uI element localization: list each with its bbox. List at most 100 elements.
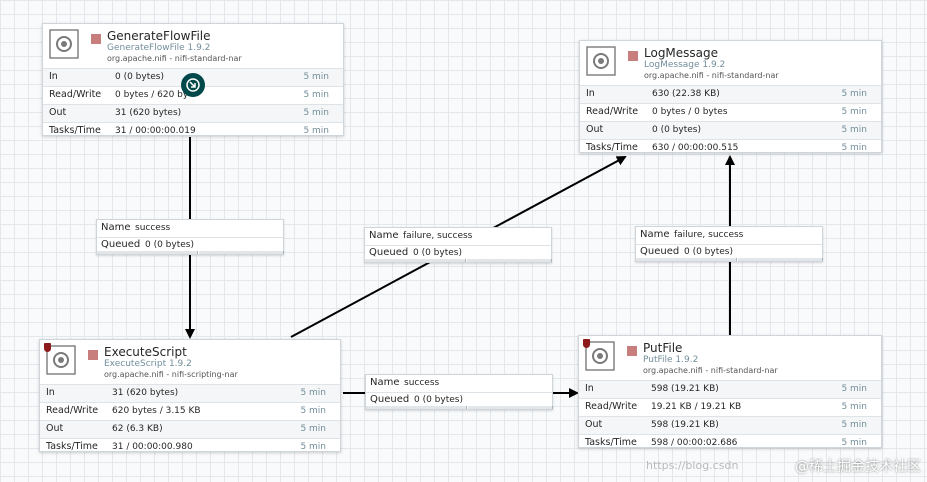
stat-time: 5 min <box>300 424 326 434</box>
connection-name: failure, success <box>403 231 473 241</box>
queue-bar <box>365 259 552 262</box>
processor-icon <box>586 46 616 76</box>
connection-queued: 0 (0 bytes) <box>684 247 733 257</box>
stat-row-in: In 630 (22.38 KB) 5 min <box>580 85 881 103</box>
processor-type: PutFile 1.9.2 <box>643 355 699 365</box>
stat-value: 0 bytes / 620 by <box>115 90 189 100</box>
stat-value: 0 (0 bytes) <box>115 72 164 82</box>
stopped-icon[interactable] <box>91 34 101 44</box>
processor-name: LogMessage <box>644 46 719 60</box>
processor-executescript[interactable]: ExecuteScript ExecuteScript 1.9.2 org.ap… <box>39 339 341 452</box>
stat-label: Read/Write <box>586 106 639 117</box>
stat-label: Tasks/Time <box>46 441 98 452</box>
connection-label-generate-execute[interactable]: Name success Queued 0 (0 bytes) <box>96 219 284 255</box>
stat-row-out: Out 0 (0 bytes) 5 min <box>580 121 881 139</box>
processor-bundle: org.apache.nifi - nifi-standard-nar <box>107 54 242 63</box>
connection-queued-label: Queued <box>370 394 410 405</box>
connection-name-label: Name <box>369 230 399 241</box>
processor-bundle: org.apache.nifi - nifi-standard-nar <box>644 71 779 80</box>
stat-label: In <box>46 387 55 398</box>
stat-row-out: Out 598 (19.21 KB) 5 min <box>579 416 881 434</box>
stat-label: Out <box>585 419 603 430</box>
stat-time: 5 min <box>841 125 867 135</box>
connection-name: failure, success <box>674 230 744 240</box>
stat-time: 5 min <box>300 442 326 452</box>
stat-value: 0 (0 bytes) <box>652 125 701 135</box>
stat-time: 5 min <box>300 388 326 398</box>
processor-type: ExecuteScript 1.9.2 <box>104 359 192 369</box>
connection-queued: 0 (0 bytes) <box>145 240 194 250</box>
stopped-icon[interactable] <box>627 346 637 356</box>
connection-queued: 0 (0 bytes) <box>413 248 462 258</box>
stat-label: Tasks/Time <box>585 437 637 448</box>
stat-row-readwrite: Read/Write 19.21 KB / 19.21 KB 5 min <box>579 398 881 416</box>
processor-type: LogMessage 1.9.2 <box>644 60 726 70</box>
stat-label: In <box>586 88 595 99</box>
stat-label: In <box>49 71 58 82</box>
processor-icon <box>49 29 79 59</box>
processor-name: PutFile <box>643 341 683 355</box>
stat-value: 598 / 00:00:02.686 <box>651 438 738 448</box>
stat-value: 630 (22.38 KB) <box>652 89 720 99</box>
stat-time: 5 min <box>841 420 867 430</box>
connection-name: success <box>404 378 440 388</box>
stat-time: 5 min <box>841 438 867 448</box>
processor-type: GenerateFlowFile 1.9.2 <box>107 43 211 53</box>
processor-putfile[interactable]: PutFile PutFile 1.9.2 org.apache.nifi - … <box>578 335 882 448</box>
restricted-shield-icon <box>44 343 51 352</box>
watermark: @稀土掘金技术社区 <box>795 459 921 475</box>
stat-time: 5 min <box>303 90 329 100</box>
connection-queued-label: Queued <box>369 247 409 258</box>
stat-value: 31 / 00:00:00.980 <box>112 442 193 452</box>
stat-row-readwrite: Read/Write 0 bytes / 0 bytes 5 min <box>580 103 881 121</box>
connection-label-execute-log[interactable]: Name failure, success Queued 0 (0 bytes) <box>364 227 552 263</box>
arrow-icon <box>186 78 200 92</box>
watermark-url: https://blog.csdn <box>646 459 739 472</box>
stat-label: Out <box>586 124 604 135</box>
connection-queued: 0 (0 bytes) <box>414 395 463 405</box>
stat-label: Tasks/Time <box>586 142 638 153</box>
queue-bar <box>366 406 553 409</box>
connection-queued-label: Queued <box>101 239 141 250</box>
stat-value: 0 bytes / 0 bytes <box>652 107 728 117</box>
processor-stats: In 630 (22.38 KB) 5 min Read/Write 0 bytes … <box>580 85 881 157</box>
processor-generateflowfile[interactable]: GenerateFlowFile GenerateFlowFile 1.9.2 … <box>42 23 344 136</box>
stopped-icon[interactable] <box>628 51 638 61</box>
stat-row-tasks: Tasks/Time 598 / 00:00:02.686 5 min <box>579 434 881 452</box>
processor-icon <box>46 345 76 375</box>
stat-label: Tasks/Time <box>49 125 101 136</box>
stat-time: 5 min <box>303 72 329 82</box>
stat-value: 598 (19.21 KB) <box>651 384 719 394</box>
stat-label: Read/Write <box>49 89 102 100</box>
stat-time: 5 min <box>841 107 867 117</box>
stat-value: 62 (6.3 KB) <box>112 424 163 434</box>
stat-label: In <box>585 383 594 394</box>
processor-name: GenerateFlowFile <box>107 29 211 43</box>
stat-value: 19.21 KB / 19.21 KB <box>651 402 742 412</box>
running-status-icon[interactable] <box>181 73 205 97</box>
processor-bundle: org.apache.nifi - nifi-standard-nar <box>643 366 778 375</box>
stat-time: 5 min <box>841 89 867 99</box>
stat-value: 598 (19.21 KB) <box>651 420 719 430</box>
connection-name: success <box>135 223 171 233</box>
stat-value: 620 bytes / 3.15 KB <box>112 406 201 416</box>
stat-value: 31 (620 bytes) <box>115 108 182 118</box>
connection-name-label: Name <box>640 229 670 240</box>
stopped-icon[interactable] <box>88 350 98 360</box>
processor-bundle: org.apache.nifi - nifi-scripting-nar <box>104 370 238 379</box>
stat-row-tasks: Tasks/Time 31 / 00:00:00.980 5 min <box>40 438 340 456</box>
connection-name-label: Name <box>101 222 131 233</box>
stat-time: 5 min <box>841 402 867 412</box>
stat-label: Read/Write <box>585 401 638 412</box>
processor-logmessage[interactable]: LogMessage LogMessage 1.9.2 org.apache.n… <box>579 40 882 153</box>
stat-value: 630 / 00:00:00.515 <box>652 143 739 153</box>
